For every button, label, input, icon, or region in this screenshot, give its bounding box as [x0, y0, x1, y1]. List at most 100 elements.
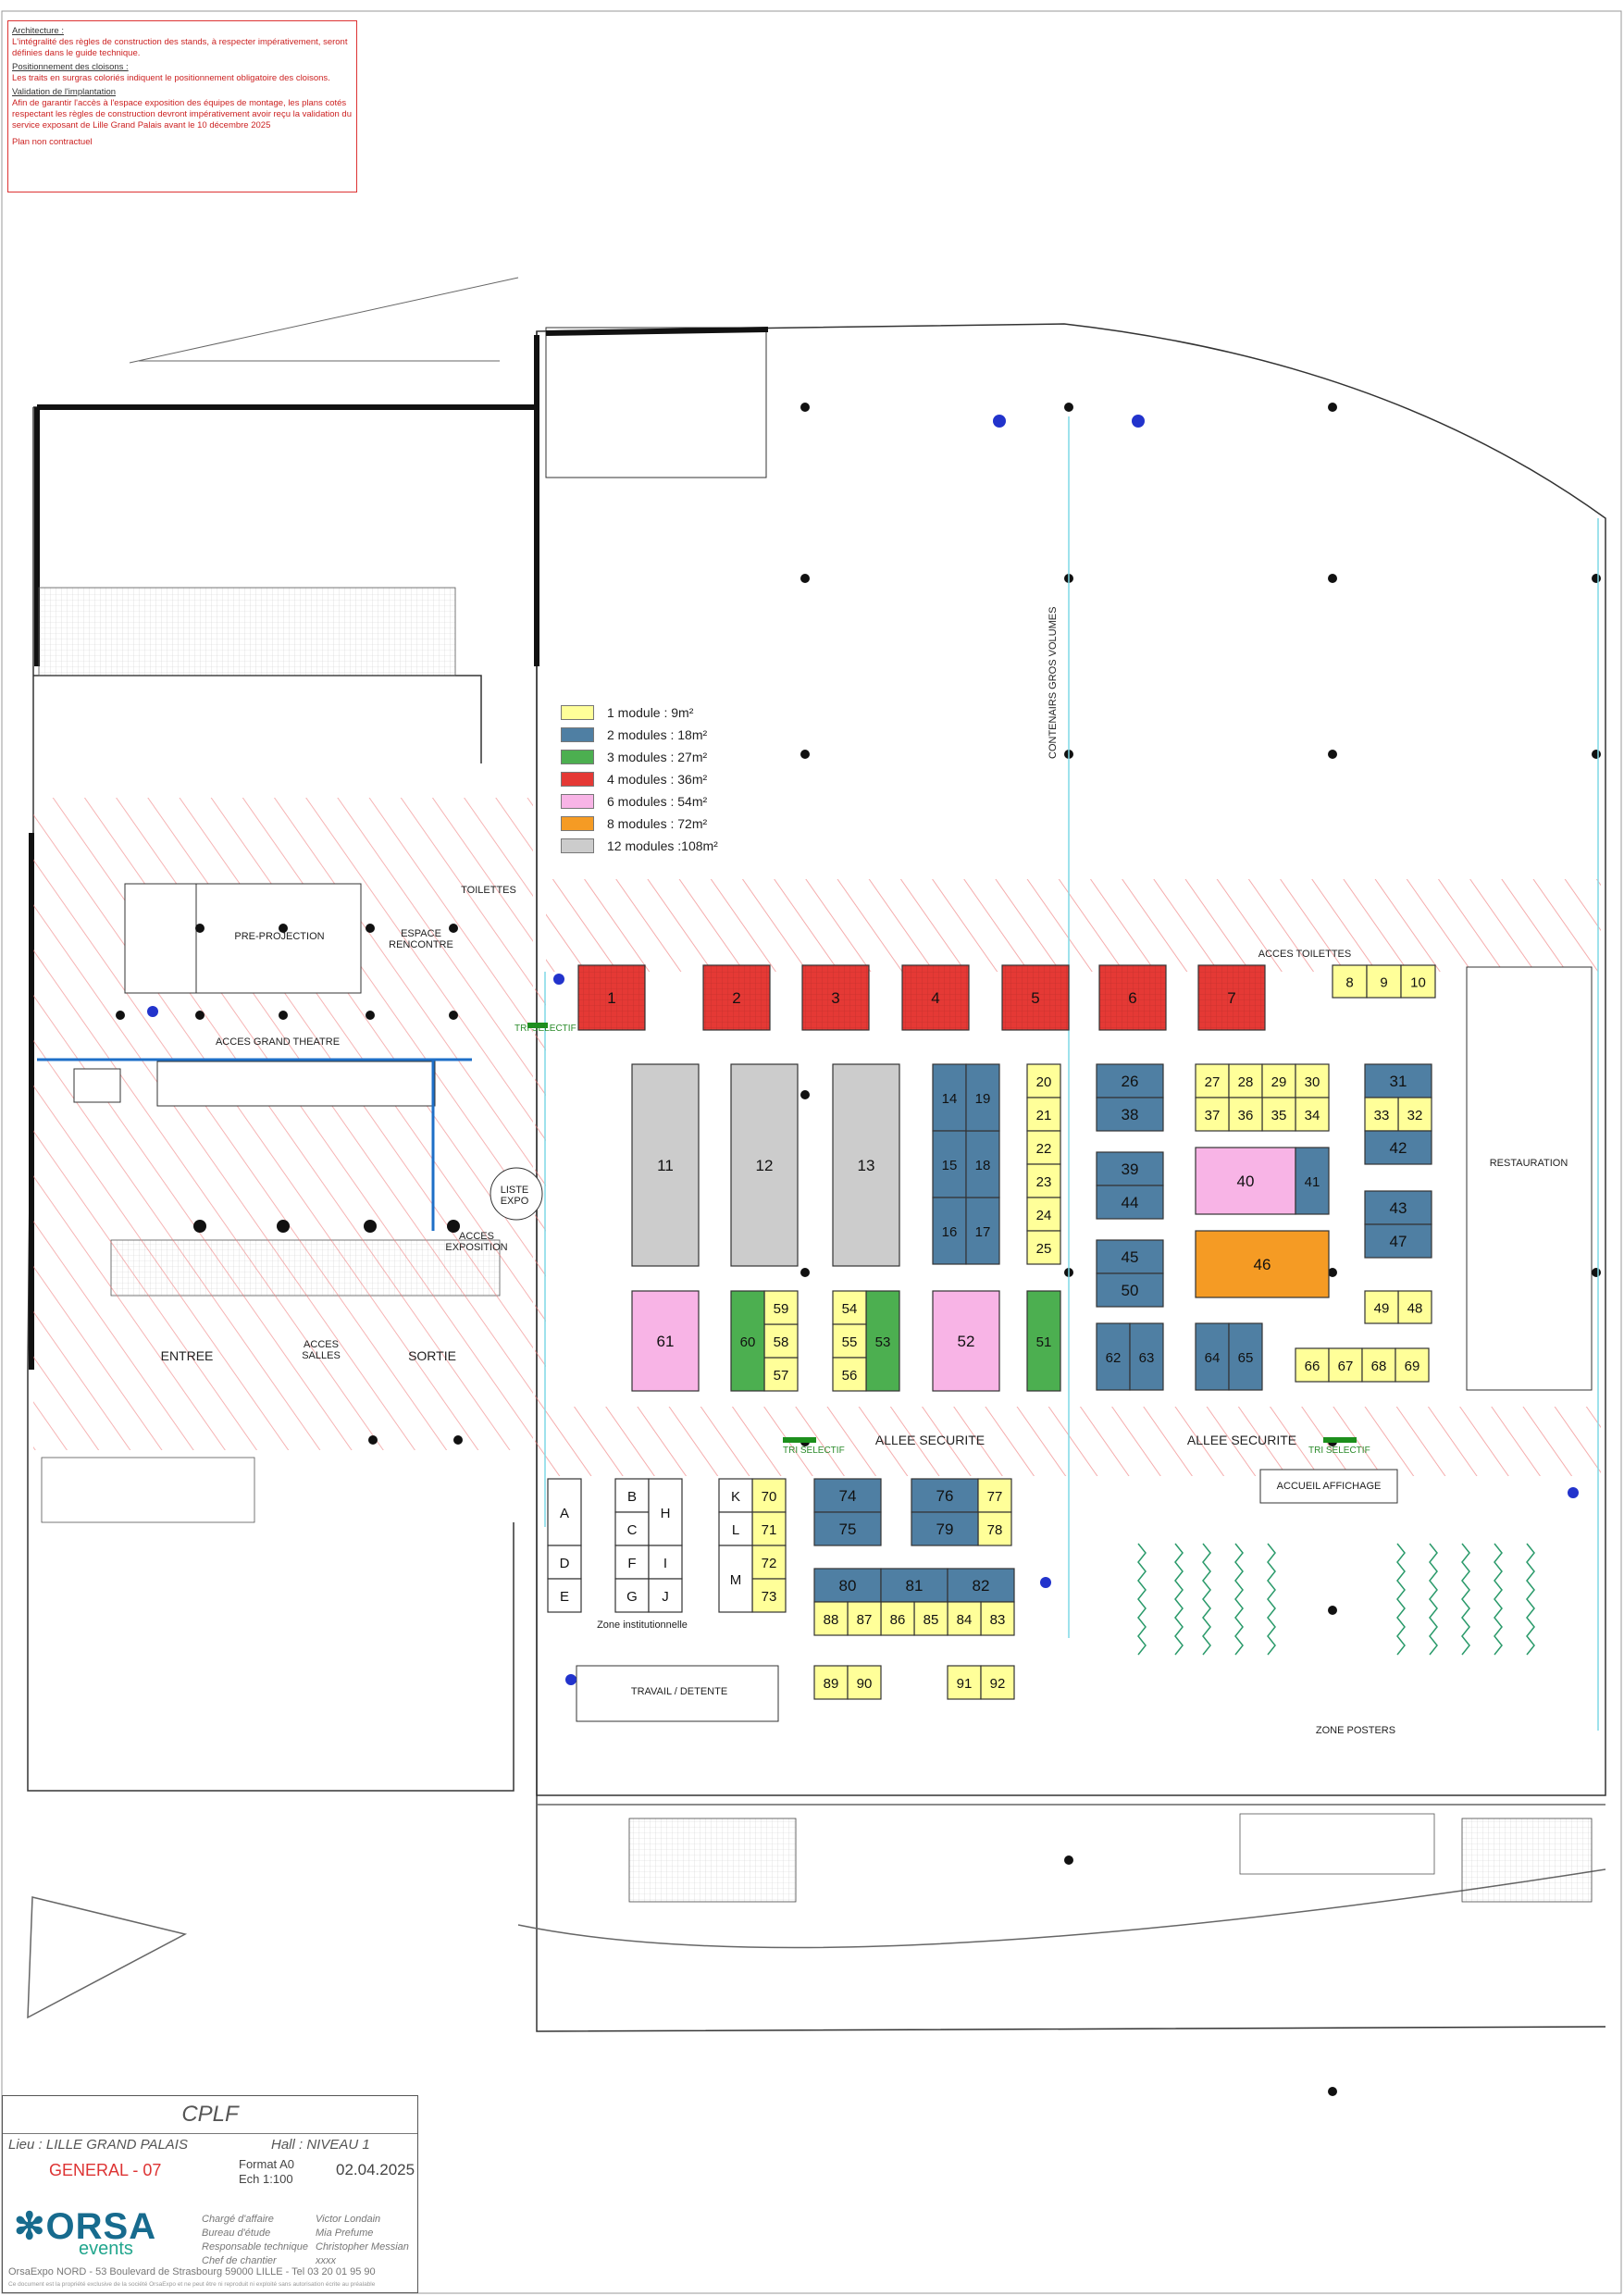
stand-63[interactable]: 63 [1129, 1322, 1164, 1391]
stand-91[interactable]: 91 [947, 1665, 982, 1700]
stand-88[interactable]: 88 [813, 1601, 849, 1636]
stand-27[interactable]: 27 [1195, 1063, 1230, 1098]
stand-16[interactable]: 16 [932, 1197, 967, 1265]
stand-47[interactable]: 47 [1364, 1223, 1432, 1259]
stand-61[interactable]: 61 [631, 1290, 700, 1392]
stand-64[interactable]: 64 [1195, 1322, 1230, 1391]
stand-5[interactable]: 5 [1001, 964, 1070, 1031]
stand-87[interactable]: 87 [847, 1601, 882, 1636]
stand-M[interactable]: M [718, 1545, 753, 1613]
stand-29[interactable]: 29 [1261, 1063, 1296, 1098]
stand-4[interactable]: 4 [901, 964, 970, 1031]
stand-60[interactable]: 60 [730, 1290, 765, 1392]
stand-H[interactable]: H [648, 1478, 683, 1546]
stand-3[interactable]: 3 [801, 964, 870, 1031]
stand-55[interactable]: 55 [832, 1323, 867, 1359]
stand-85[interactable]: 85 [913, 1601, 948, 1636]
stand-33[interactable]: 33 [1364, 1097, 1399, 1132]
stand-34[interactable]: 34 [1295, 1097, 1330, 1132]
stand-12[interactable]: 12 [730, 1063, 799, 1267]
stand-40[interactable]: 40 [1195, 1147, 1296, 1215]
stand-68[interactable]: 68 [1361, 1347, 1396, 1383]
stand-38[interactable]: 38 [1096, 1097, 1164, 1132]
stand-83[interactable]: 83 [980, 1601, 1015, 1636]
stand-35[interactable]: 35 [1261, 1097, 1296, 1132]
stand-L[interactable]: L [718, 1511, 753, 1546]
stand-26[interactable]: 26 [1096, 1063, 1164, 1098]
stand-86[interactable]: 86 [880, 1601, 915, 1636]
stand-90[interactable]: 90 [847, 1665, 882, 1700]
stand-81[interactable]: 81 [880, 1568, 948, 1603]
stand-7[interactable]: 7 [1197, 964, 1266, 1031]
stand-67[interactable]: 67 [1328, 1347, 1363, 1383]
stand-70[interactable]: 70 [751, 1478, 787, 1513]
stand-80[interactable]: 80 [813, 1568, 882, 1603]
stand-75[interactable]: 75 [813, 1511, 882, 1546]
stand-54[interactable]: 54 [832, 1290, 867, 1325]
stand-43[interactable]: 43 [1364, 1190, 1432, 1225]
stand-24[interactable]: 24 [1026, 1197, 1061, 1232]
stand-71[interactable]: 71 [751, 1511, 787, 1546]
stand-17[interactable]: 17 [965, 1197, 1000, 1265]
stand-77[interactable]: 77 [977, 1478, 1012, 1513]
stand-19[interactable]: 19 [965, 1063, 1000, 1132]
stand-A[interactable]: A [547, 1478, 582, 1546]
stand-9[interactable]: 9 [1366, 964, 1402, 999]
stand-K[interactable]: K [718, 1478, 753, 1513]
stand-22[interactable]: 22 [1026, 1130, 1061, 1165]
stand-6[interactable]: 6 [1098, 964, 1167, 1031]
stand-2[interactable]: 2 [702, 964, 771, 1031]
stand-28[interactable]: 28 [1228, 1063, 1263, 1098]
stand-69[interactable]: 69 [1395, 1347, 1430, 1383]
stand-48[interactable]: 48 [1397, 1290, 1432, 1324]
stand-11[interactable]: 11 [631, 1063, 700, 1267]
stand-72[interactable]: 72 [751, 1545, 787, 1580]
stand-1[interactable]: 1 [577, 964, 646, 1031]
stand-62[interactable]: 62 [1096, 1322, 1131, 1391]
stand-I[interactable]: I [648, 1545, 683, 1580]
stand-82[interactable]: 82 [947, 1568, 1015, 1603]
stand-73[interactable]: 73 [751, 1578, 787, 1613]
stand-59[interactable]: 59 [763, 1290, 799, 1325]
stand-18[interactable]: 18 [965, 1130, 1000, 1198]
stand-30[interactable]: 30 [1295, 1063, 1330, 1098]
stand-65[interactable]: 65 [1228, 1322, 1263, 1391]
stand-E[interactable]: E [547, 1578, 582, 1613]
stand-C[interactable]: C [614, 1511, 650, 1546]
stand-J[interactable]: J [648, 1578, 683, 1613]
stand-G[interactable]: G [614, 1578, 650, 1613]
stand-49[interactable]: 49 [1364, 1290, 1399, 1324]
stand-92[interactable]: 92 [980, 1665, 1015, 1700]
stand-25[interactable]: 25 [1026, 1230, 1061, 1265]
stand-78[interactable]: 78 [977, 1511, 1012, 1546]
stand-46[interactable]: 46 [1195, 1230, 1330, 1298]
stand-42[interactable]: 42 [1364, 1130, 1432, 1165]
stand-8[interactable]: 8 [1332, 964, 1368, 999]
stand-66[interactable]: 66 [1295, 1347, 1330, 1383]
stand-53[interactable]: 53 [865, 1290, 900, 1392]
stand-79[interactable]: 79 [911, 1511, 979, 1546]
stand-39[interactable]: 39 [1096, 1151, 1164, 1186]
stand-15[interactable]: 15 [932, 1130, 967, 1198]
stand-41[interactable]: 41 [1295, 1147, 1330, 1215]
stand-89[interactable]: 89 [813, 1665, 849, 1700]
stand-10[interactable]: 10 [1400, 964, 1436, 999]
stand-84[interactable]: 84 [947, 1601, 982, 1636]
stand-76[interactable]: 76 [911, 1478, 979, 1513]
stand-D[interactable]: D [547, 1545, 582, 1580]
stand-36[interactable]: 36 [1228, 1097, 1263, 1132]
stand-13[interactable]: 13 [832, 1063, 900, 1267]
stand-50[interactable]: 50 [1096, 1272, 1164, 1308]
stand-32[interactable]: 32 [1397, 1097, 1432, 1132]
stand-58[interactable]: 58 [763, 1323, 799, 1359]
stand-14[interactable]: 14 [932, 1063, 967, 1132]
stand-45[interactable]: 45 [1096, 1239, 1164, 1274]
stand-31[interactable]: 31 [1364, 1063, 1432, 1098]
stand-20[interactable]: 20 [1026, 1063, 1061, 1098]
stand-56[interactable]: 56 [832, 1357, 867, 1392]
stand-21[interactable]: 21 [1026, 1097, 1061, 1132]
stand-52[interactable]: 52 [932, 1290, 1000, 1392]
stand-51[interactable]: 51 [1026, 1290, 1061, 1392]
stand-23[interactable]: 23 [1026, 1163, 1061, 1198]
stand-37[interactable]: 37 [1195, 1097, 1230, 1132]
